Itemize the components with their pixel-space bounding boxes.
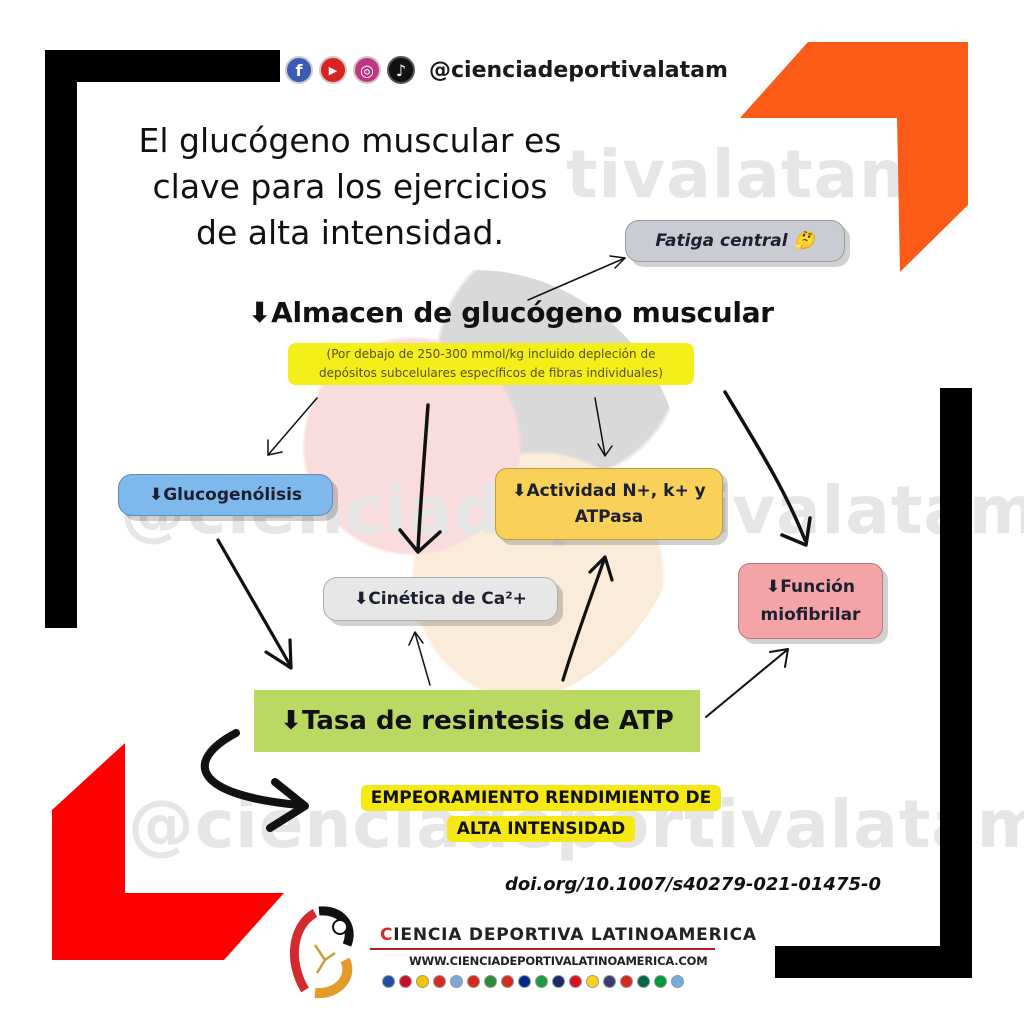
root-node-label: ⬇Almacen de glucógeno muscular	[248, 296, 774, 329]
flag-icon	[382, 975, 395, 988]
tiktok-icon[interactable]: ♪	[387, 56, 415, 84]
node-funcion-line-2: miofibrilar	[760, 605, 861, 625]
node-actividad-atpasa: ⬇Actividad N+, k+ y ATPasa	[495, 468, 723, 540]
outcome-line-2: ALTA INTENSIDAD	[446, 816, 636, 842]
flag-icon	[569, 975, 582, 988]
flag-icon	[654, 975, 667, 988]
flag-icon	[552, 975, 565, 988]
node-actividad-line-2: ATPasa	[574, 507, 644, 527]
frame-left-vertical	[45, 50, 77, 628]
flag-icon	[416, 975, 429, 988]
country-flags	[382, 975, 684, 988]
node-cinetica-label: ⬇Cinética de Ca²+	[354, 589, 527, 609]
social-handle: @cienciadeportivalatam	[429, 57, 728, 83]
flag-icon	[518, 975, 531, 988]
flag-icon	[399, 975, 412, 988]
flag-icon	[671, 975, 684, 988]
node-actividad-line-1: ⬇Actividad N+, k+ y	[512, 481, 706, 501]
node-tasa-label: ⬇Tasa de resintesis de ATP	[280, 706, 674, 736]
flag-icon	[501, 975, 514, 988]
flag-icon	[433, 975, 446, 988]
root-note-line-1: (Por debajo de 250-300 mmol/kg incluido …	[326, 347, 656, 361]
flag-icon	[620, 975, 633, 988]
title-line-3: de alta intensidad.	[196, 213, 504, 252]
flag-icon	[450, 975, 463, 988]
title-line-1: El glucógeno muscular es	[138, 121, 562, 160]
brand-first-letter: C	[380, 925, 394, 945]
facebook-icon[interactable]: f	[285, 56, 313, 84]
flag-icon	[467, 975, 480, 988]
flag-icon	[637, 975, 650, 988]
brand-name: CIENCIA DEPORTIVA LATINOAMERICA	[380, 925, 757, 945]
node-funcion-miofibrilar: ⬇Función miofibrilar	[738, 563, 883, 639]
node-glucogenolisis: ⬇Glucogenólisis	[118, 474, 333, 516]
brand-url[interactable]: WWW.CIENCIADEPORTIVALATINOAMERICA.COM	[409, 954, 708, 968]
page-title: El glucógeno muscular es clave para los …	[120, 118, 580, 256]
root-node-note: (Por debajo de 250-300 mmol/kg incluido …	[288, 343, 694, 385]
node-funcion-line-1: ⬇Función	[766, 577, 855, 597]
node-cinetica-calcio: ⬇Cinética de Ca²+	[323, 577, 558, 621]
title-line-2: clave para los ejercicios	[152, 167, 548, 206]
flag-icon	[535, 975, 548, 988]
node-tasa-resintesis-atp: ⬇Tasa de resintesis de ATP	[254, 690, 700, 752]
node-fatiga-central: Fatiga central 🤔	[625, 220, 845, 262]
root-note-line-2: depósitos subcelulares específicos de fi…	[319, 366, 663, 380]
social-header: f ▶ ◎ ♪ @cienciadeportivalatam	[283, 53, 728, 87]
frame-right-vertical	[940, 388, 972, 978]
frame-bottom-right-horizontal	[775, 946, 972, 978]
frame-top-left-horizontal	[45, 50, 280, 82]
watermark-text-1: tivalatam	[566, 136, 929, 213]
flag-icon	[586, 975, 599, 988]
brand-logo-icon	[289, 906, 354, 999]
flag-icon	[603, 975, 616, 988]
outcome-label: EMPEORAMIENTO RENDIMIENTO DE ALTA INTENS…	[338, 783, 744, 845]
flag-icon	[484, 975, 497, 988]
brand-name-rest: IENCIA DEPORTIVA LATINOAMERICA	[393, 925, 757, 945]
instagram-icon[interactable]: ◎	[353, 56, 381, 84]
brand-divider	[370, 948, 715, 950]
node-fatiga-label: Fatiga central 🤔	[655, 231, 815, 251]
outcome-line-1: EMPEORAMIENTO RENDIMIENTO DE	[360, 785, 722, 811]
youtube-icon[interactable]: ▶	[319, 56, 347, 84]
node-glucogenolisis-label: ⬇Glucogenólisis	[148, 485, 303, 505]
doi-reference[interactable]: doi.org/10.1007/s40279-021-01475-0	[505, 874, 881, 895]
